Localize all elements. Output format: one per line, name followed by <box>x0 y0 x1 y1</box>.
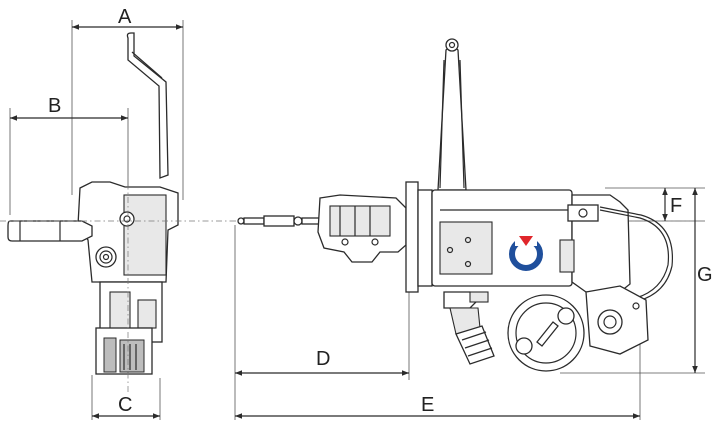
dimension-label-a: A <box>118 6 132 28</box>
dimension-label-c: C <box>118 394 132 416</box>
dimension-label-f: F <box>670 195 682 217</box>
dimension-label-g: G <box>697 264 713 286</box>
circular-arrow-logo <box>509 236 543 271</box>
dimension-label-e: E <box>421 394 434 416</box>
dimension-label-b: B <box>48 95 61 117</box>
dimension-label-d: D <box>316 348 330 370</box>
side-view: D E F G <box>230 38 713 420</box>
front-view: A B C <box>0 6 230 420</box>
